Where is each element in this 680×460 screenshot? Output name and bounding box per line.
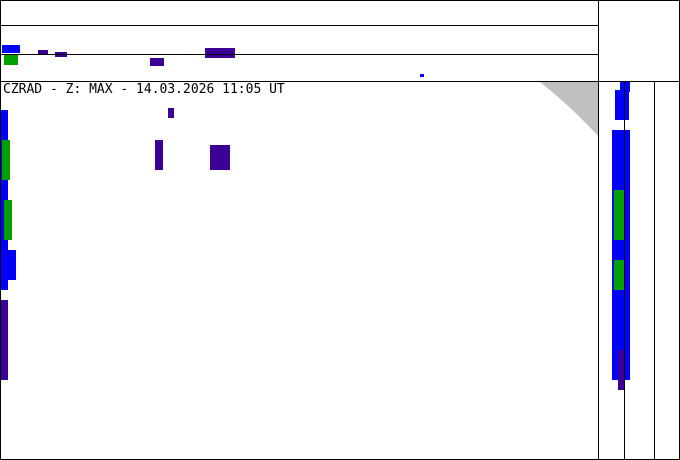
divider — [0, 25, 598, 26]
echo-cell — [2, 140, 10, 180]
echo-cell — [420, 74, 424, 77]
echo-cell — [620, 82, 630, 92]
divider — [624, 81, 625, 460]
divider — [0, 54, 598, 55]
border-left — [0, 0, 1, 460]
echo-cell — [2, 45, 20, 53]
echo-cell — [150, 58, 164, 66]
echo-cell — [618, 350, 624, 390]
divider — [0, 81, 680, 82]
echo-cell — [0, 300, 8, 380]
echo-cell — [4, 55, 18, 65]
echo-cell — [615, 90, 629, 120]
echo-cell — [205, 48, 235, 58]
echo-cell — [614, 190, 624, 240]
radar-echoes — [0, 45, 630, 390]
map-title: CZRAD - Z: MAX - 14.03.2026 11:05 UT — [3, 82, 285, 97]
echo-cell — [210, 145, 230, 170]
echo-cell — [612, 130, 630, 380]
echo-cell — [614, 260, 624, 290]
border-top — [0, 0, 680, 1]
echo-cell — [168, 108, 174, 118]
echo-cell — [38, 50, 48, 55]
range-boundary — [540, 82, 598, 136]
echo-cell — [8, 250, 16, 280]
divider — [654, 81, 655, 460]
echo-cell — [155, 140, 163, 170]
echo-cell — [4, 200, 12, 240]
divider — [598, 0, 599, 460]
